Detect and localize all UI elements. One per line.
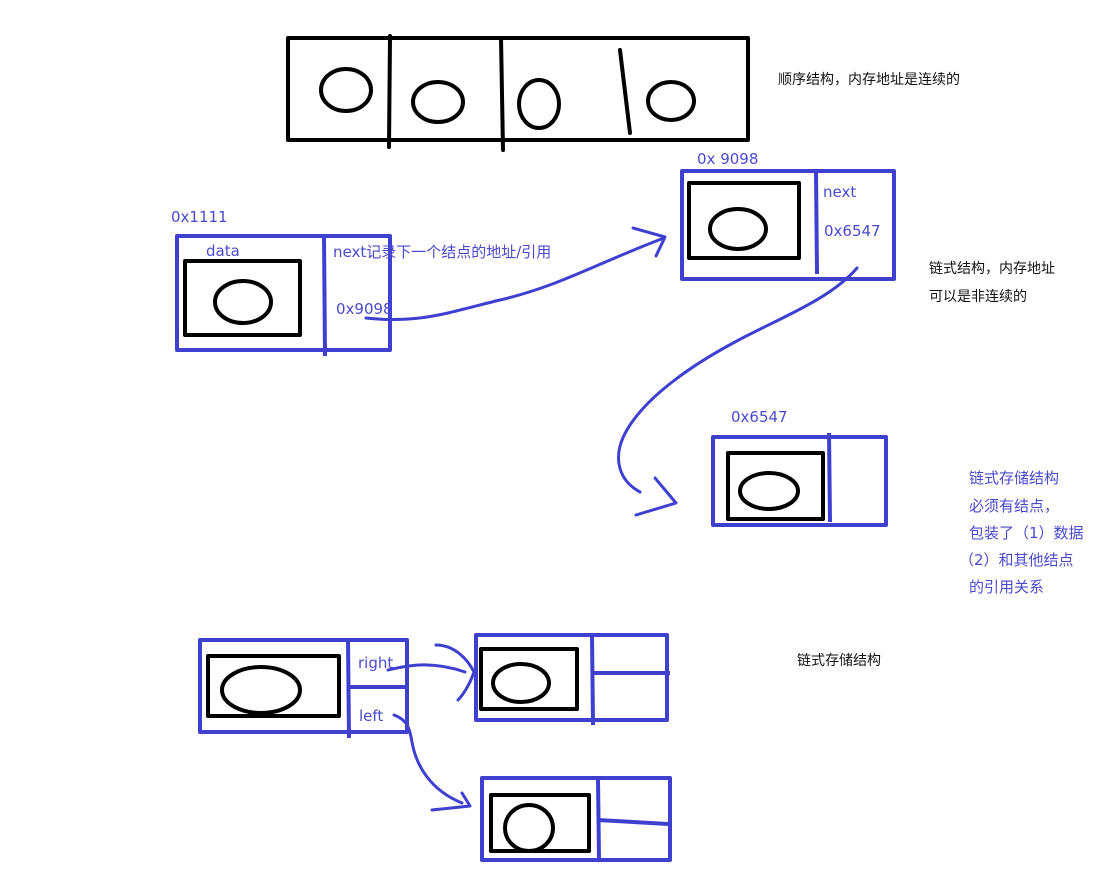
array-divider-3 <box>618 48 632 135</box>
node1-next-label: next记录下一个结点的地址/引用 <box>333 243 551 261</box>
list-node-3 <box>711 432 888 527</box>
tree-caption: 链式存储结构 <box>797 653 881 669</box>
linked-caption-line1: 链式结构，内存地址 <box>929 261 1055 277</box>
node2-data-box <box>687 181 801 260</box>
tree-right-child <box>474 633 670 726</box>
left-child-data-box <box>489 793 591 853</box>
arrow-root-to-left-child-head <box>430 791 472 812</box>
array-cell-2 <box>411 80 465 124</box>
tree-right-label: right <box>358 654 393 672</box>
note-line-1: 链式存储结构 <box>969 469 1059 487</box>
node2-data-value <box>708 207 768 251</box>
list-node-1 <box>175 234 392 357</box>
node3-data-box <box>726 451 825 521</box>
arrow-root-to-left-child <box>392 713 464 805</box>
array-divider-1 <box>387 34 392 149</box>
node1-address: 0x1111 <box>171 208 228 226</box>
tree-left-child <box>480 776 672 862</box>
sequential-caption: 顺序结构，内存地址是连续的 <box>778 71 960 88</box>
node3-address: 0x6547 <box>731 408 788 426</box>
node2-next-value: 0x6547 <box>824 222 881 240</box>
left-child-data-value <box>503 803 555 853</box>
array-cell-4 <box>646 80 696 122</box>
node3-outline <box>711 435 888 527</box>
note-line-2: 必须有结点， <box>969 497 1059 515</box>
node1-next-value: 0x9098 <box>336 300 393 318</box>
array-cell-3 <box>517 78 561 130</box>
node3-divider <box>827 432 832 523</box>
array-cell-1 <box>319 67 373 113</box>
left-child-split <box>597 818 669 826</box>
node2-outline <box>680 169 896 281</box>
note-line-3: 包装了（1）数据 <box>969 524 1084 542</box>
arrow-node1-to-node2-head <box>631 226 667 258</box>
right-child-data-value <box>491 662 551 704</box>
arrow-root-to-right-child <box>386 663 467 674</box>
list-node-2 <box>680 169 896 281</box>
arrow-node2-to-node3-head <box>634 476 678 517</box>
arrow-root-to-right-child-head <box>434 643 476 702</box>
node1-data-label: data <box>206 242 240 260</box>
node1-data-value <box>213 279 273 325</box>
arrow-node2-to-node3 <box>617 266 859 494</box>
node1-data-box <box>183 259 302 337</box>
note-line-4: （2）和其他结点 <box>959 551 1074 569</box>
left-child-outline <box>480 776 672 862</box>
tree-left-label: left <box>359 707 383 725</box>
linked-note: 链式存储结构 必须有结点， 包装了（1）数据 （2）和其他结点 的引用关系 <box>959 469 1084 596</box>
array-divider-2 <box>499 36 505 152</box>
linked-caption-line2: 可以是非连续的 <box>929 288 1027 305</box>
sequential-array <box>286 34 750 152</box>
node1-divider <box>322 235 327 357</box>
node2-next-label: next <box>823 183 856 201</box>
right-child-divider <box>590 634 595 726</box>
node3-data-value <box>738 471 800 511</box>
node2-divider <box>814 170 819 275</box>
arrow-node1-to-node2 <box>364 236 666 322</box>
note-line-5: 的引用关系 <box>969 578 1044 596</box>
node2-address: 0x 9098 <box>697 150 758 168</box>
right-child-data-box <box>479 647 579 711</box>
tree-root-data-box <box>206 654 341 718</box>
tree-root-data-value <box>220 665 302 715</box>
right-child-outline <box>474 633 669 722</box>
node1-outline <box>175 234 392 352</box>
array-outline <box>286 36 750 142</box>
tree-root-node <box>198 638 409 739</box>
